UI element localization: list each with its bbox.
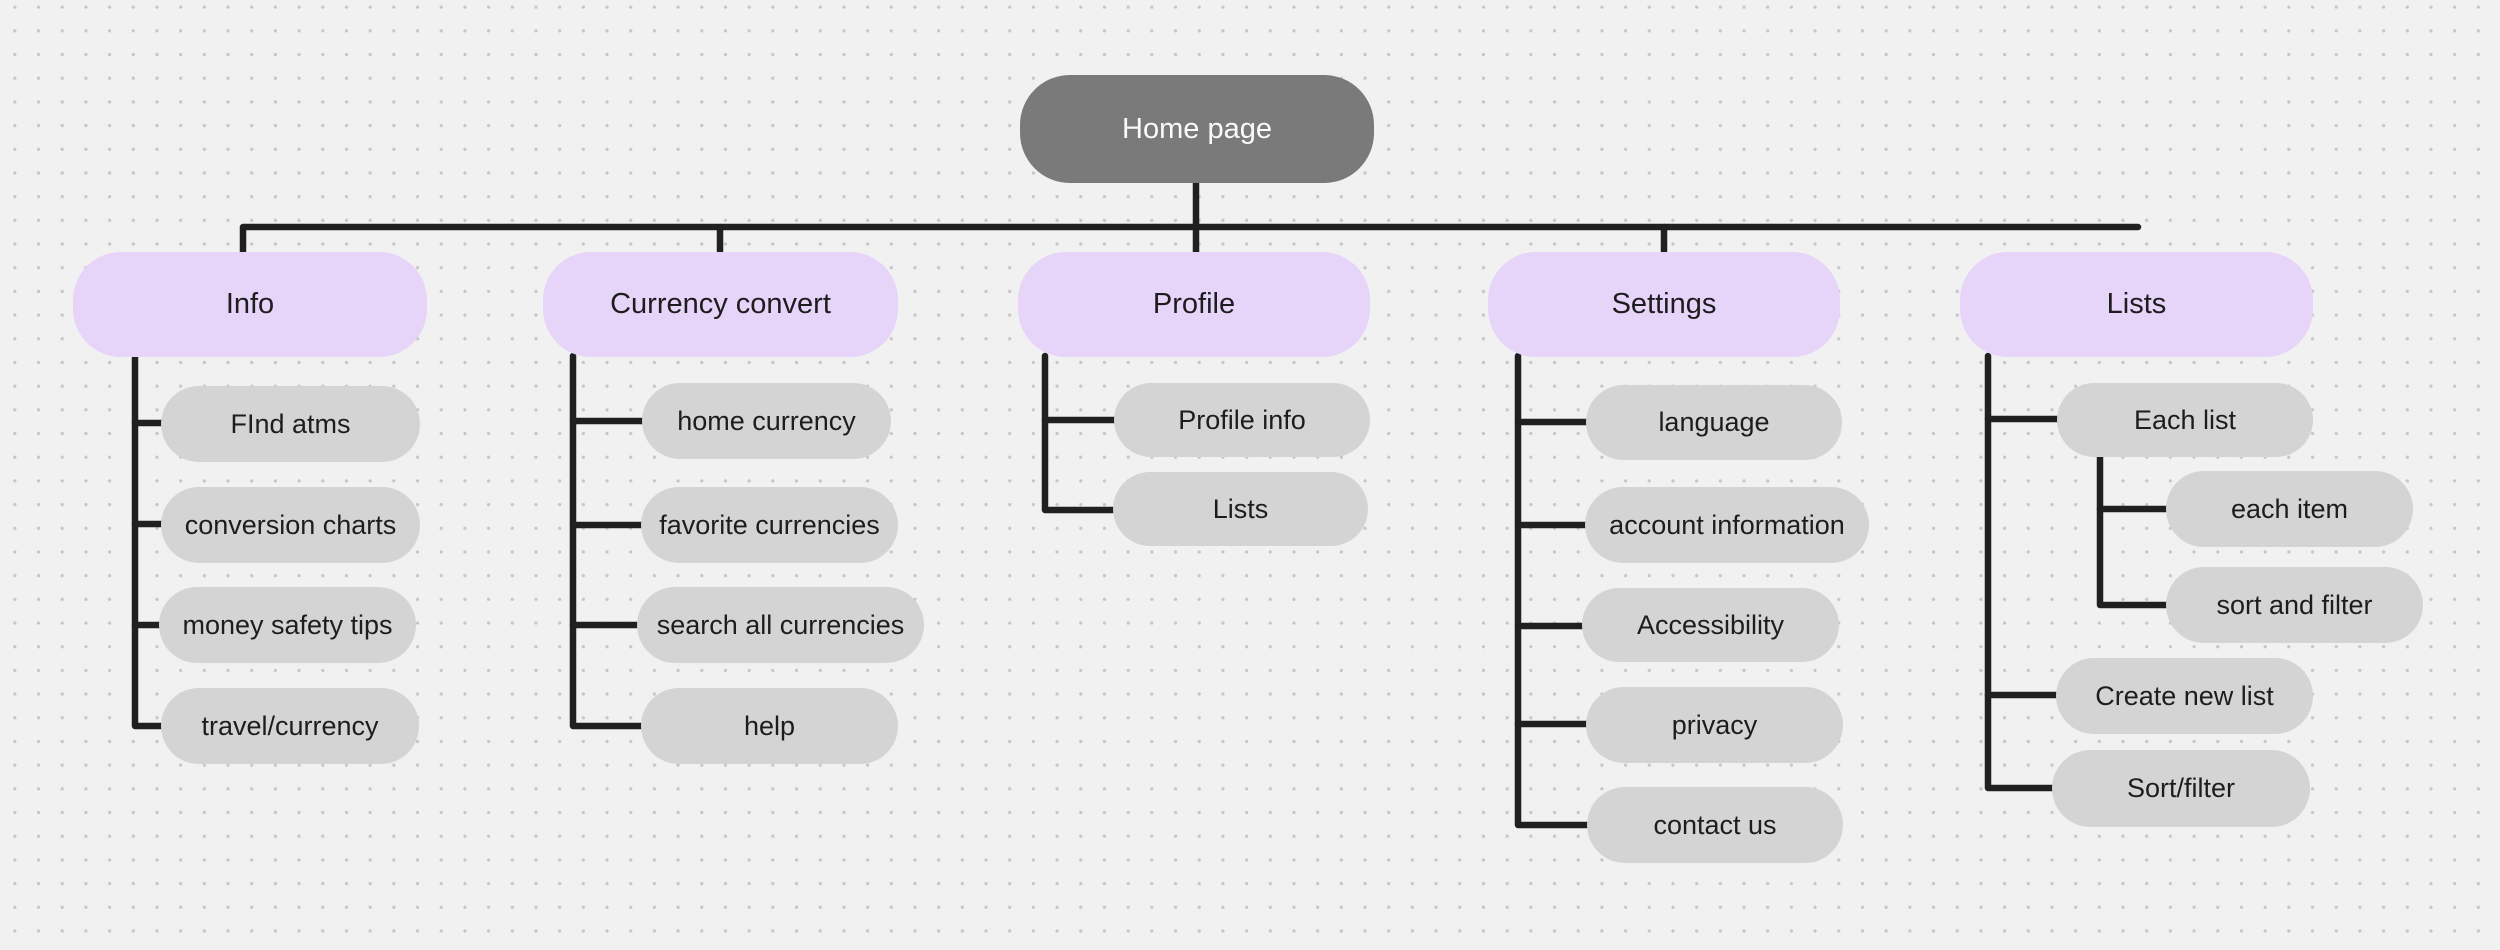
connector-currency-trunk (569, 352, 652, 730)
connector-lists-trunk (1984, 352, 2062, 792)
node-conversion-charts[interactable]: conversion charts (161, 487, 420, 563)
node-travel-currency[interactable]: travel/currency (161, 688, 419, 764)
node-help[interactable]: help (641, 688, 898, 764)
node-favorite-currencies[interactable]: favorite currencies (641, 487, 898, 563)
node-home-page[interactable]: Home page (1020, 75, 1374, 183)
node-sort-and-filter[interactable]: sort and filter (2166, 567, 2423, 643)
connector-profile-trunk (1041, 352, 1123, 514)
node-create-new-list[interactable]: Create new list (2056, 658, 2313, 734)
node-each-list[interactable]: Each list (2057, 383, 2313, 457)
node-home-currency[interactable]: home currency (642, 383, 891, 459)
node-account-information[interactable]: account information (1585, 487, 1869, 563)
connector-info-trunk (131, 352, 172, 730)
connector-settings-trunk (1514, 352, 1596, 829)
node-profile-lists[interactable]: Lists (1113, 472, 1368, 546)
node-settings[interactable]: Settings (1488, 252, 1840, 357)
node-find-atms[interactable]: FInd atms (161, 386, 420, 462)
node-profile-info[interactable]: Profile info (1114, 383, 1370, 457)
node-currency-convert[interactable]: Currency convert (543, 252, 898, 357)
node-search-all-currencies[interactable]: search all currencies (637, 587, 924, 663)
node-lists[interactable]: Lists (1960, 252, 2313, 357)
node-info[interactable]: Info (73, 252, 427, 357)
node-sort-filter[interactable]: Sort/filter (2052, 750, 2310, 827)
node-each-item[interactable]: each item (2166, 471, 2413, 547)
node-accessibility[interactable]: Accessibility (1582, 588, 1839, 662)
connector-eachlist-subtrunk (2096, 450, 2176, 609)
node-profile[interactable]: Profile (1018, 252, 1370, 357)
node-privacy[interactable]: privacy (1586, 687, 1843, 763)
connector-bus (239, 223, 2142, 257)
node-language[interactable]: language (1586, 385, 1842, 460)
node-contact-us[interactable]: contact us (1587, 787, 1843, 863)
node-money-safety-tips[interactable]: money safety tips (159, 587, 416, 663)
